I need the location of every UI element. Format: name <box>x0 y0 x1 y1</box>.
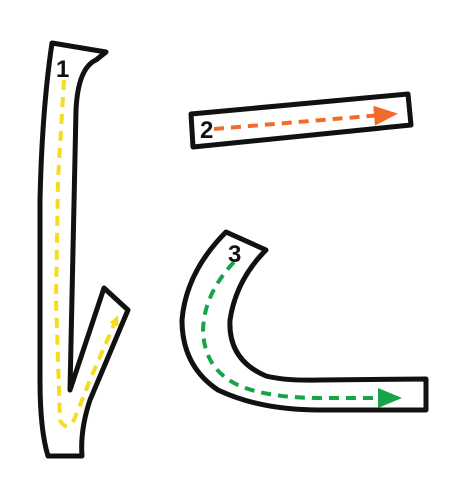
stroke-1-outline <box>37 40 131 459</box>
stroke-3-outline <box>179 229 429 413</box>
stroke-3: 3 <box>179 229 429 413</box>
stroke-1-number: 1 <box>56 56 69 83</box>
stroke-2: 2 <box>188 91 414 150</box>
stroke-3-number: 3 <box>228 241 241 268</box>
stroke-1: 1 <box>37 40 131 459</box>
stroke-1-guide <box>53 79 119 428</box>
stroke-2-number: 2 <box>200 117 213 144</box>
stroke-3-guide <box>200 260 402 408</box>
stroke-2-guide <box>213 105 398 131</box>
